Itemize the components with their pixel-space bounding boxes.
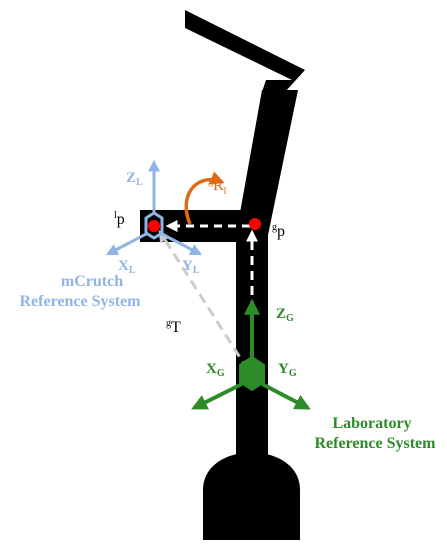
mcrutch-system-title-line2: Reference System	[20, 293, 142, 310]
rotation-arrow	[184, 171, 225, 225]
local-x-label: XL	[118, 258, 136, 276]
rotation-label: gRl	[208, 176, 227, 197]
local-z-label: ZL	[126, 170, 143, 188]
global-x-label: XG	[206, 361, 225, 379]
gT-dashed-vector	[158, 229, 250, 371]
local-frame	[105, 159, 203, 256]
local-x-axis-arrow	[105, 231, 149, 256]
crutch-foot	[203, 452, 300, 540]
global-point-marker	[249, 218, 261, 230]
local-point-label: lp	[114, 210, 125, 228]
transform-label: gT	[166, 318, 181, 336]
local-y-axis-arrow	[159, 231, 203, 256]
global-frame	[191, 298, 311, 410]
mcrutch-system-title-line1: mCrutch	[61, 273, 123, 290]
local-point-marker	[148, 220, 160, 232]
lab-system-title-line1: Laboratory	[332, 415, 411, 432]
lab-system-title-line2: Reference System	[315, 435, 437, 452]
global-frame-hexagon	[239, 355, 265, 392]
crutch-top-bar	[185, 10, 305, 92]
global-y-label: YG	[278, 361, 297, 379]
crutch-upper-shaft	[236, 90, 298, 235]
crutch-silhouette	[140, 10, 305, 540]
global-x-axis-arrow	[191, 382, 243, 410]
global-y-axis-arrow	[261, 382, 311, 410]
global-point-label: gp	[272, 222, 285, 240]
local-y-label: YL	[182, 258, 200, 276]
global-z-label: ZG	[276, 306, 294, 324]
